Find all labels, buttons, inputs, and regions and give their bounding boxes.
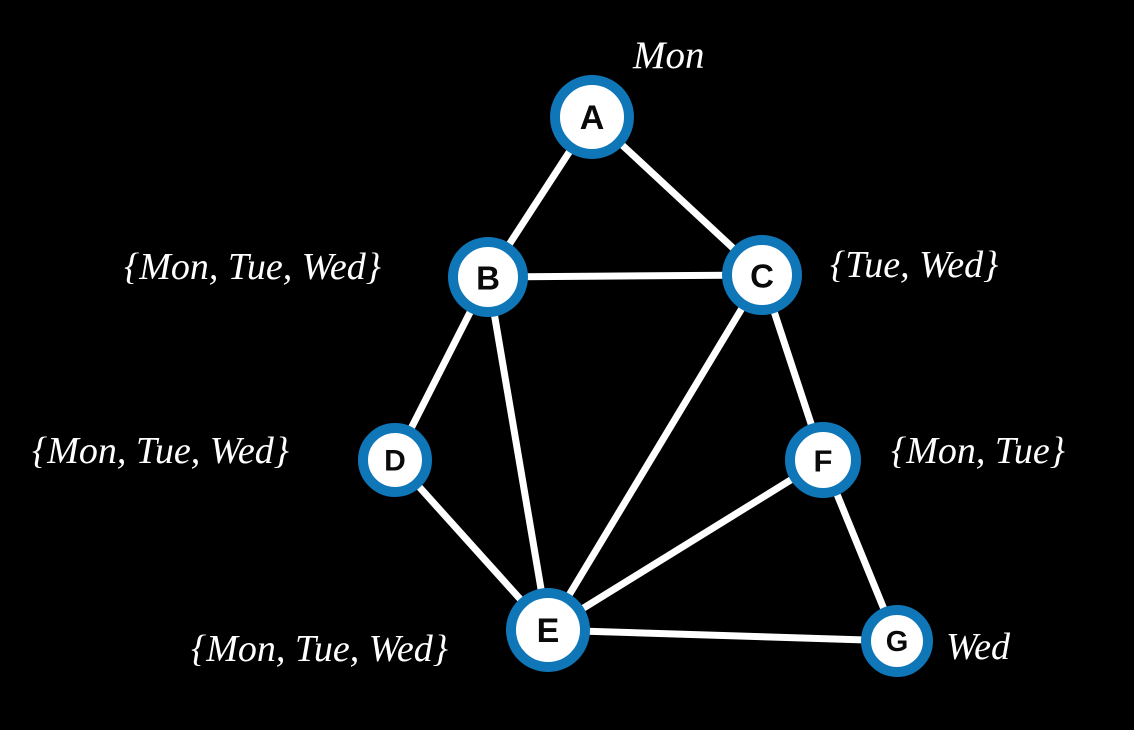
- edge-e-f: [544, 456, 827, 634]
- node-letter-c: C: [750, 258, 774, 295]
- node-letter-b: B: [476, 260, 500, 297]
- domain-label-f: {Mon, Tue}: [891, 430, 1065, 472]
- node-c[interactable]: C: [722, 235, 802, 315]
- node-b[interactable]: B: [448, 237, 528, 317]
- edge-e-g: [544, 626, 901, 645]
- node-circle-e: [506, 588, 590, 672]
- domain-label-d: {Mon, Tue, Wed}: [32, 430, 289, 472]
- domain-label-a: Mon: [633, 34, 705, 77]
- node-letter-g: G: [886, 626, 909, 658]
- domain-label-c: {Tue, Wed}: [830, 244, 999, 286]
- nodes-layer: A B C D E F G: [358, 75, 933, 677]
- edge-b-c: [484, 271, 766, 281]
- node-f[interactable]: F: [785, 422, 861, 498]
- edge-c-e: [544, 271, 766, 634]
- node-letter-f: F: [814, 444, 833, 479]
- node-circle-f: [785, 422, 861, 498]
- node-g[interactable]: G: [861, 605, 933, 677]
- node-circle-a: [550, 75, 634, 159]
- node-a[interactable]: A: [550, 75, 634, 159]
- node-circle-d: [358, 423, 432, 497]
- node-d[interactable]: D: [358, 423, 432, 497]
- node-letter-a: A: [580, 99, 605, 137]
- node-circle-b: [448, 237, 528, 317]
- edges-layer: [391, 113, 901, 645]
- node-circle-g: [861, 605, 933, 677]
- node-circle-c: [722, 235, 802, 315]
- domain-label-e: {Mon, Tue, Wed}: [191, 628, 448, 670]
- domain-label-g: Wed: [946, 626, 1011, 668]
- domain-label-b: {Mon, Tue, Wed}: [124, 246, 381, 288]
- node-e[interactable]: E: [506, 588, 590, 672]
- edge-b-e: [484, 273, 552, 634]
- node-letter-e: E: [537, 612, 560, 650]
- node-letter-d: D: [384, 445, 406, 478]
